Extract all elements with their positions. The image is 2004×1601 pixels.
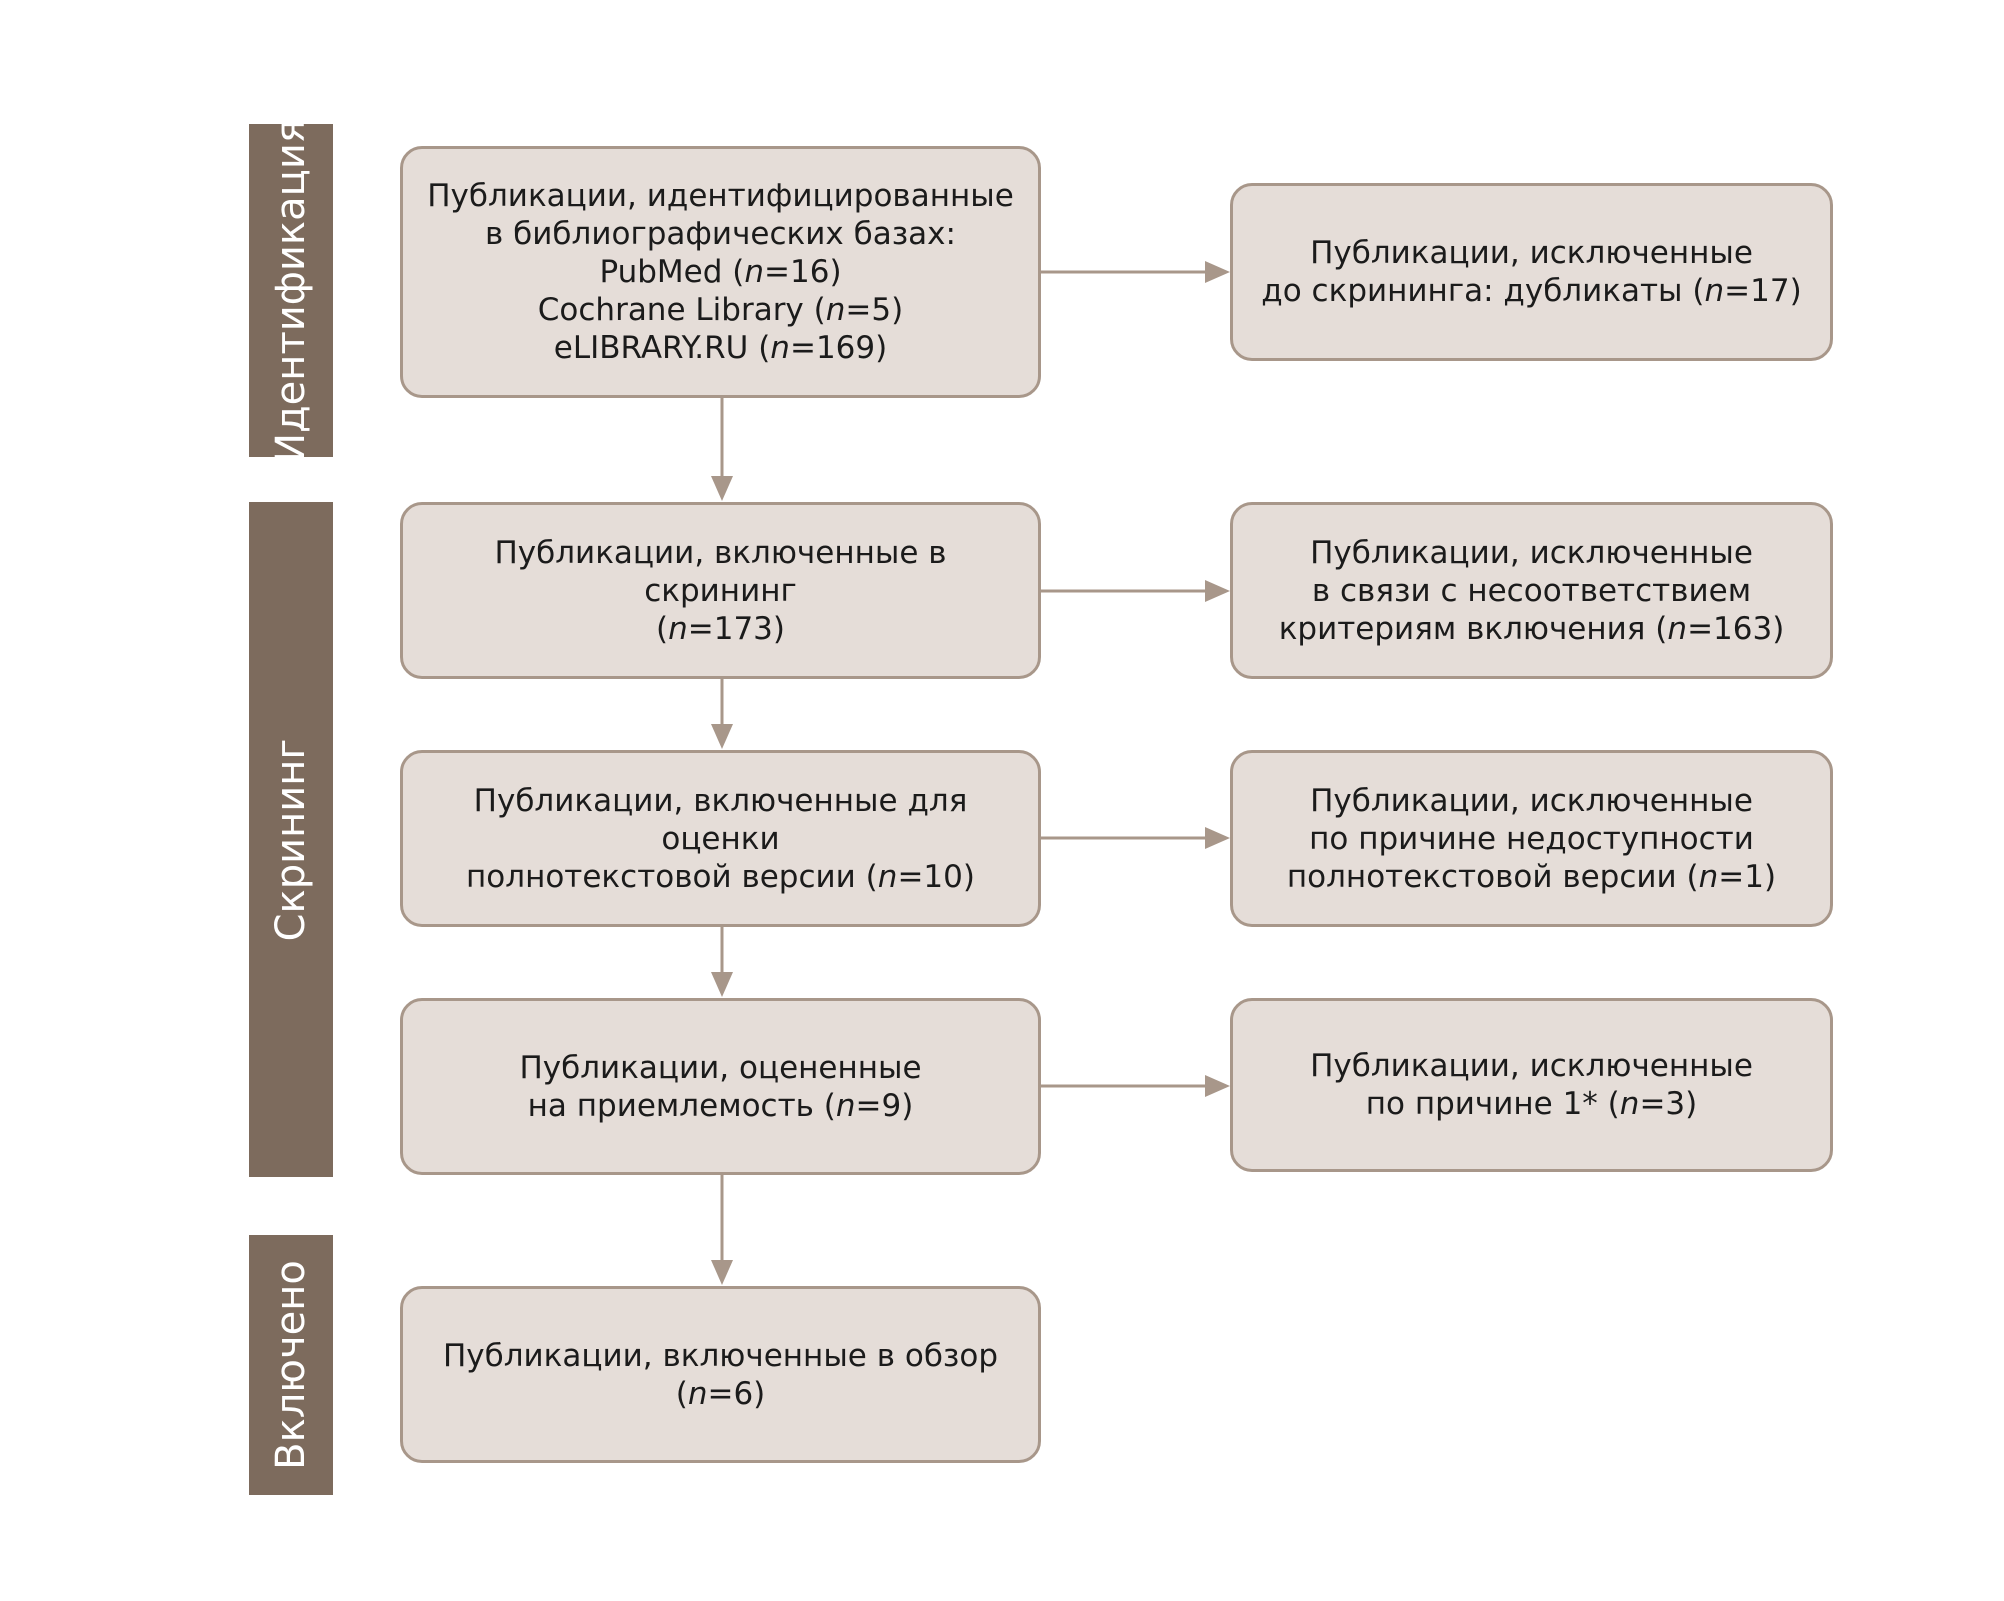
box-line: по причине 1* (n=3)	[1365, 1086, 1698, 1122]
box-line: Публикации, идентифицированные	[427, 178, 1014, 214]
box-line: Публикации, исключенные	[1310, 782, 1753, 819]
box-line: (n=173)	[655, 610, 785, 647]
arrowhead-identified-to-screened	[711, 476, 733, 501]
arrowhead-eligibility-to-included	[711, 1260, 733, 1285]
arrowhead-screened-to-fulltext	[711, 724, 733, 749]
arrowhead-identified-to-duplicates	[1205, 261, 1230, 283]
box-included-review: Публикации, включенные в обзор(n=6)	[400, 1286, 1041, 1463]
arrowhead-eligibility-to-reason1	[1205, 1075, 1230, 1097]
box-line: Публикации, исключенные	[1310, 235, 1753, 271]
arrowhead-screened-to-criteria	[1205, 580, 1230, 602]
stage-screening: Скрининг	[249, 502, 333, 1177]
box-line: критериям включения (n=163)	[1278, 610, 1785, 647]
box-line: полнотекстовой версии (n=10)	[466, 858, 975, 895]
box-included-review-text: Публикации, включенные в обзор(n=6)	[403, 1337, 1038, 1413]
stage-identification: Идентификация	[249, 119, 333, 462]
box-line: в связи с несоответствием	[1311, 572, 1752, 609]
box-line: на приемлемость (n=9)	[527, 1087, 914, 1124]
arrowhead-fulltext-to-unavailable	[1205, 827, 1230, 849]
box-line: Публикации, включенные для оценки	[473, 782, 968, 857]
box-line: eLIBRARY.RU (n=169)	[553, 330, 888, 366]
box-line: Публикации, включенные в скрининг	[494, 534, 947, 609]
box-line: Cochrane Library (n=5)	[537, 292, 904, 328]
box-line: в библиографических базах:	[485, 216, 956, 252]
box-line: Публикации, исключенные	[1310, 1048, 1753, 1084]
box-line: PubMed (n=16)	[599, 254, 842, 290]
box-line: Публикации, включенные в обзор	[442, 1337, 999, 1374]
stage-included: Включено	[249, 1235, 333, 1495]
box-line: полнотекстовой версии (n=1)	[1286, 858, 1777, 895]
box-line: Публикации, оцененные	[519, 1049, 922, 1086]
arrowhead-fulltext-to-eligibility	[711, 972, 733, 997]
box-line: по причине недоступности	[1309, 820, 1754, 857]
box-line: Публикации, исключенные	[1310, 534, 1753, 571]
box-screened: Публикации, включенные в скрининг(n=173)	[400, 502, 1041, 679]
box-screened-text: Публикации, включенные в скрининг(n=173)	[403, 534, 1038, 648]
box-line: до скрининга: дубликаты (n=17)	[1261, 273, 1802, 309]
box-line: (n=6)	[675, 1375, 766, 1412]
